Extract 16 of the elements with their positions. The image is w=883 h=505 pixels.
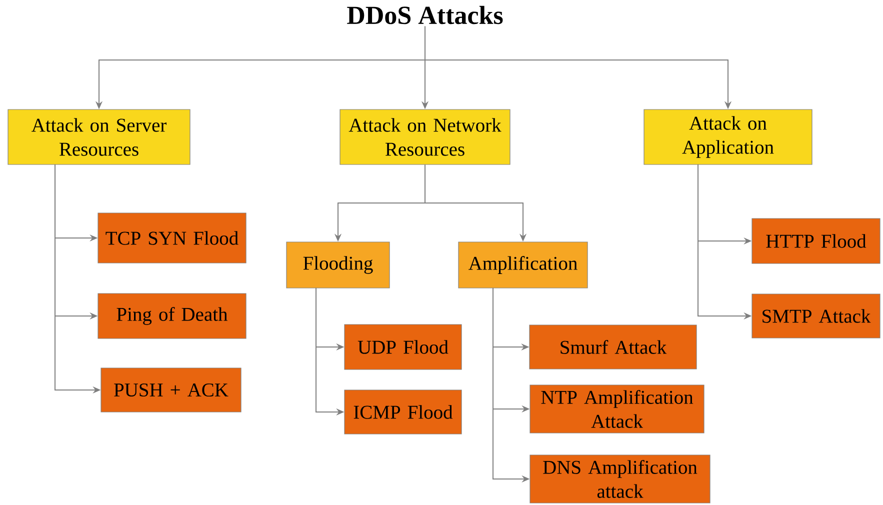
category-box: Attack on Application	[644, 109, 812, 165]
attack-box: TCP SYN Flood	[98, 212, 246, 264]
attack-box: Ping of Death	[98, 293, 246, 339]
category-box: Attack on Server Resources	[8, 109, 190, 165]
attack-box: DNS Amplification attack	[530, 454, 710, 504]
attack-box: UDP Flood	[344, 324, 462, 370]
category-box: Attack on Network Resources	[340, 109, 510, 165]
attack-box: Smurf Attack	[529, 324, 697, 370]
attack-box: PUSH + ACK	[100, 368, 242, 412]
title-text: DDoS Attacks	[347, 6, 503, 24]
subcategory-box: Amplification	[458, 242, 588, 288]
subcategory-box: Flooding	[286, 242, 390, 288]
attack-box: ICMP Flood	[344, 390, 462, 434]
attack-box: NTP Amplification Attack	[530, 384, 704, 434]
attack-box: HTTP Flood	[752, 218, 880, 264]
attack-box: SMTP Attack	[752, 294, 880, 338]
